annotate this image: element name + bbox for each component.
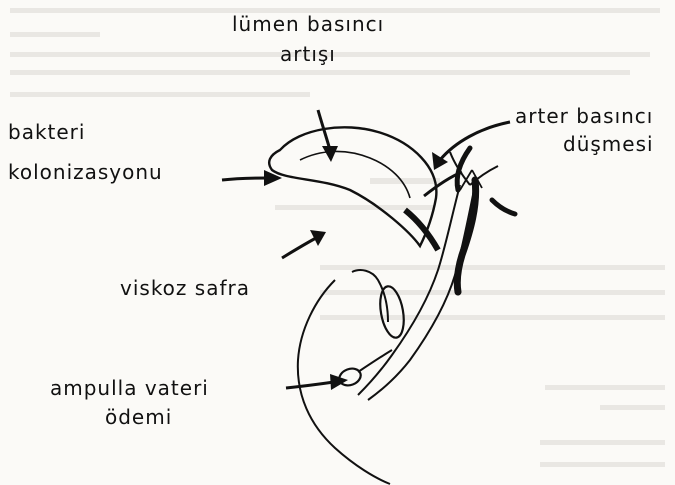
arrow-bakteri-head [264,170,282,186]
gallbladder-outline [269,127,436,246]
label-ampulla-line1: ampulla vateri [50,378,209,398]
label-lumen-line1: lümen basıncı [232,14,384,34]
label-viskoz: viskoz safra [120,278,250,298]
ampulla-papilla [337,366,363,389]
hepatic-artery [457,180,475,292]
label-bakteri-line2: kolonizasyonu [8,162,163,182]
arrow-lumen-head [322,146,338,162]
pancreatic-duct-oval [377,284,408,339]
label-arter-line2: düşmesi [563,134,654,154]
label-arter-line1: arter basıncı [515,106,653,126]
arrow-viskoz-shaft [282,238,316,258]
arrow-ampulla-shaft [286,382,334,388]
label-bakteri-line1: bakteri [8,122,85,142]
gallbladder-inner-line [300,151,410,198]
arrow-bakteri-shaft [222,178,268,180]
duodenum-inner [352,270,388,322]
artery-upper-right [492,200,515,214]
arrow-viskoz-head [310,230,326,246]
label-lumen-line2: artışı [280,44,336,64]
label-ampulla-line2: ödemi [105,407,172,427]
